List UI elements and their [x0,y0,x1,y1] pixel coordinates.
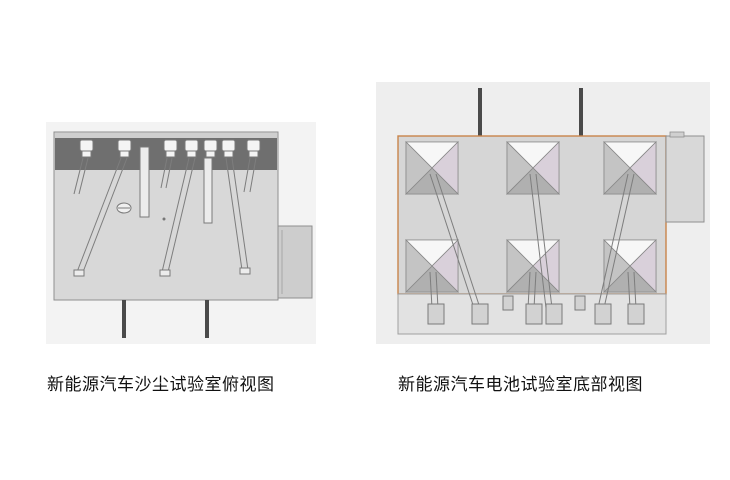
bottom-valve [502,295,514,311]
nozzle-array [79,139,261,158]
hopper [603,239,657,293]
battery-chamber-drawing [376,82,710,344]
vertical-tube [203,157,213,224]
hopper [506,141,560,195]
hopper [405,239,459,293]
bottom-valve [627,303,645,325]
support-post [205,300,209,338]
bottom-valve-row [427,295,645,325]
pipe [429,173,481,309]
nozzle [221,139,236,158]
battery-chamber-bottom-view-figure [376,82,710,344]
top-edge-strip [55,133,277,138]
pipe [527,271,537,309]
pipe [225,157,249,271]
hopper [506,239,560,293]
hopper-grid [405,141,657,293]
pipe [243,157,257,193]
hopper [603,141,657,195]
nozzle [117,139,132,158]
pipe [597,173,635,309]
bottom-valve [525,303,543,325]
nozzle [246,139,261,158]
pipe [160,157,173,189]
figure-caption-dust-chamber: 新能源汽车沙尘试验室俯视图 [47,375,275,395]
pipe [161,157,196,273]
pipe-network [73,157,257,273]
small-port [162,217,166,221]
pipe [529,173,553,309]
center-tube [139,146,150,218]
pipe [76,157,128,273]
dust-chamber-top-view-figure [46,122,316,344]
hopper [405,141,459,195]
bottom-valve [471,303,489,325]
side-equipment-unit [665,135,705,223]
antenna [478,88,482,138]
nozzle [184,139,199,158]
dust-chamber-drawing [46,122,316,344]
side-equipment-unit [277,225,313,299]
pipe [627,271,637,309]
nozzle [163,139,178,158]
antenna [579,88,583,138]
bottom-valve [594,303,612,325]
bottom-valve [574,295,586,311]
pipe [73,157,89,195]
pipe-network [429,173,637,309]
figure-caption-battery-chamber: 新能源汽车电池试验室底部视图 [398,375,643,395]
pipe [429,271,439,309]
bottom-valve [545,303,563,325]
bottom-valve [427,303,445,325]
nozzle [203,139,218,158]
support-post [122,300,126,338]
nozzle [79,139,94,158]
